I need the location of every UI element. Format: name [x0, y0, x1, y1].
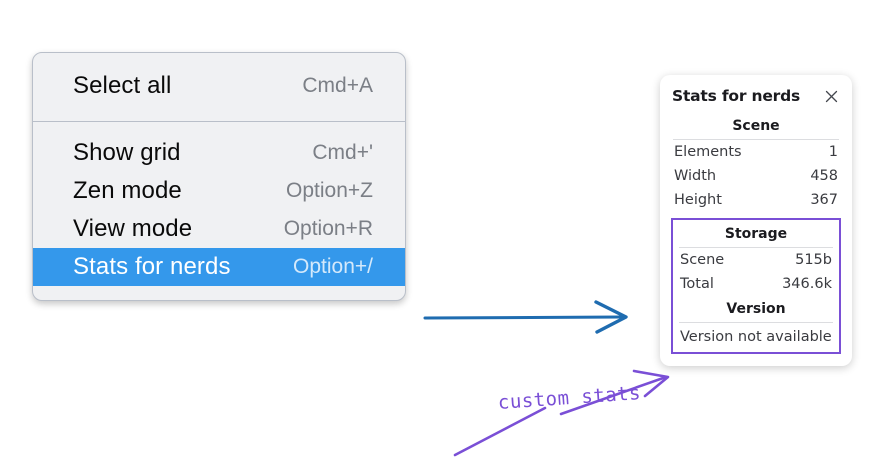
menu-group-primary: Select all Cmd+A [33, 53, 405, 121]
stat-key: Elements [674, 144, 742, 160]
section-heading-scene: Scene [732, 118, 780, 134]
version-value: Version not available [680, 329, 832, 345]
stat-value: 515b [795, 252, 832, 268]
menu-item-shortcut: Option+/ [293, 255, 373, 278]
menu-item-label: Select all [73, 72, 172, 99]
stat-key: Total [680, 276, 714, 292]
stat-row-scene-storage: Scene 515b [677, 248, 835, 272]
menu-item-show-grid[interactable]: Show grid Cmd+' [33, 134, 405, 172]
menu-item-view-mode[interactable]: View mode Option+R [33, 210, 405, 248]
canvas-context-menu[interactable]: Select all Cmd+A Show grid Cmd+' Zen mod… [32, 52, 406, 301]
custom-stats-highlight-box: Storage Scene 515b Total 346.6k Version … [671, 218, 841, 354]
menu-item-label: View mode [73, 215, 193, 242]
menu-item-shortcut: Option+R [283, 217, 373, 240]
stat-row-total-storage: Total 346.6k [677, 272, 835, 296]
stat-value: 367 [810, 192, 838, 208]
menu-item-label: Show grid [73, 139, 181, 166]
stat-value: 346.6k [782, 276, 832, 292]
section-heading-storage: Storage [724, 226, 788, 242]
close-icon[interactable] [823, 88, 840, 105]
blue-flow-arrow [423, 300, 628, 334]
menu-group-view: Show grid Cmd+' Zen mode Option+Z View m… [33, 122, 405, 300]
stats-panel-title: Stats for nerds [672, 87, 801, 105]
stats-panel-header: Stats for nerds [671, 85, 841, 113]
menu-item-shortcut: Cmd+A [302, 74, 373, 97]
stat-row-height: Height 367 [671, 188, 841, 212]
annotation-label-custom-stats: custom stats [497, 382, 642, 414]
stat-key: Height [674, 192, 722, 208]
stat-row-elements: Elements 1 [671, 140, 841, 164]
menu-item-shortcut: Option+Z [286, 179, 373, 202]
menu-item-select-all[interactable]: Select all Cmd+A [33, 67, 405, 105]
section-divider [679, 322, 833, 323]
stat-row-width: Width 458 [671, 164, 841, 188]
stat-value: 1 [828, 144, 838, 160]
menu-item-stats-for-nerds[interactable]: Stats for nerds Option+/ [33, 248, 405, 286]
menu-item-zen-mode[interactable]: Zen mode Option+Z [33, 172, 405, 210]
stats-section-version: Version Version not available [677, 296, 835, 347]
purple-underline-stroke [453, 406, 547, 457]
stat-key: Scene [680, 252, 725, 268]
stat-value: 458 [810, 168, 838, 184]
menu-item-label: Stats for nerds [73, 253, 231, 280]
stats-for-nerds-panel[interactable]: Stats for nerds Scene Elements 1 Width 4… [660, 75, 852, 366]
section-heading-version: Version [726, 301, 786, 317]
menu-separator [33, 121, 405, 122]
menu-item-label: Zen mode [73, 177, 182, 204]
section-divider [673, 139, 839, 140]
stat-key: Width [674, 168, 717, 184]
section-divider [679, 247, 833, 248]
menu-item-shortcut: Cmd+' [312, 141, 373, 164]
stats-section-storage: Storage Scene 515b Total 346.6k [677, 221, 835, 296]
stats-section-scene: Scene Elements 1 Width 458 Height 367 [671, 113, 841, 212]
